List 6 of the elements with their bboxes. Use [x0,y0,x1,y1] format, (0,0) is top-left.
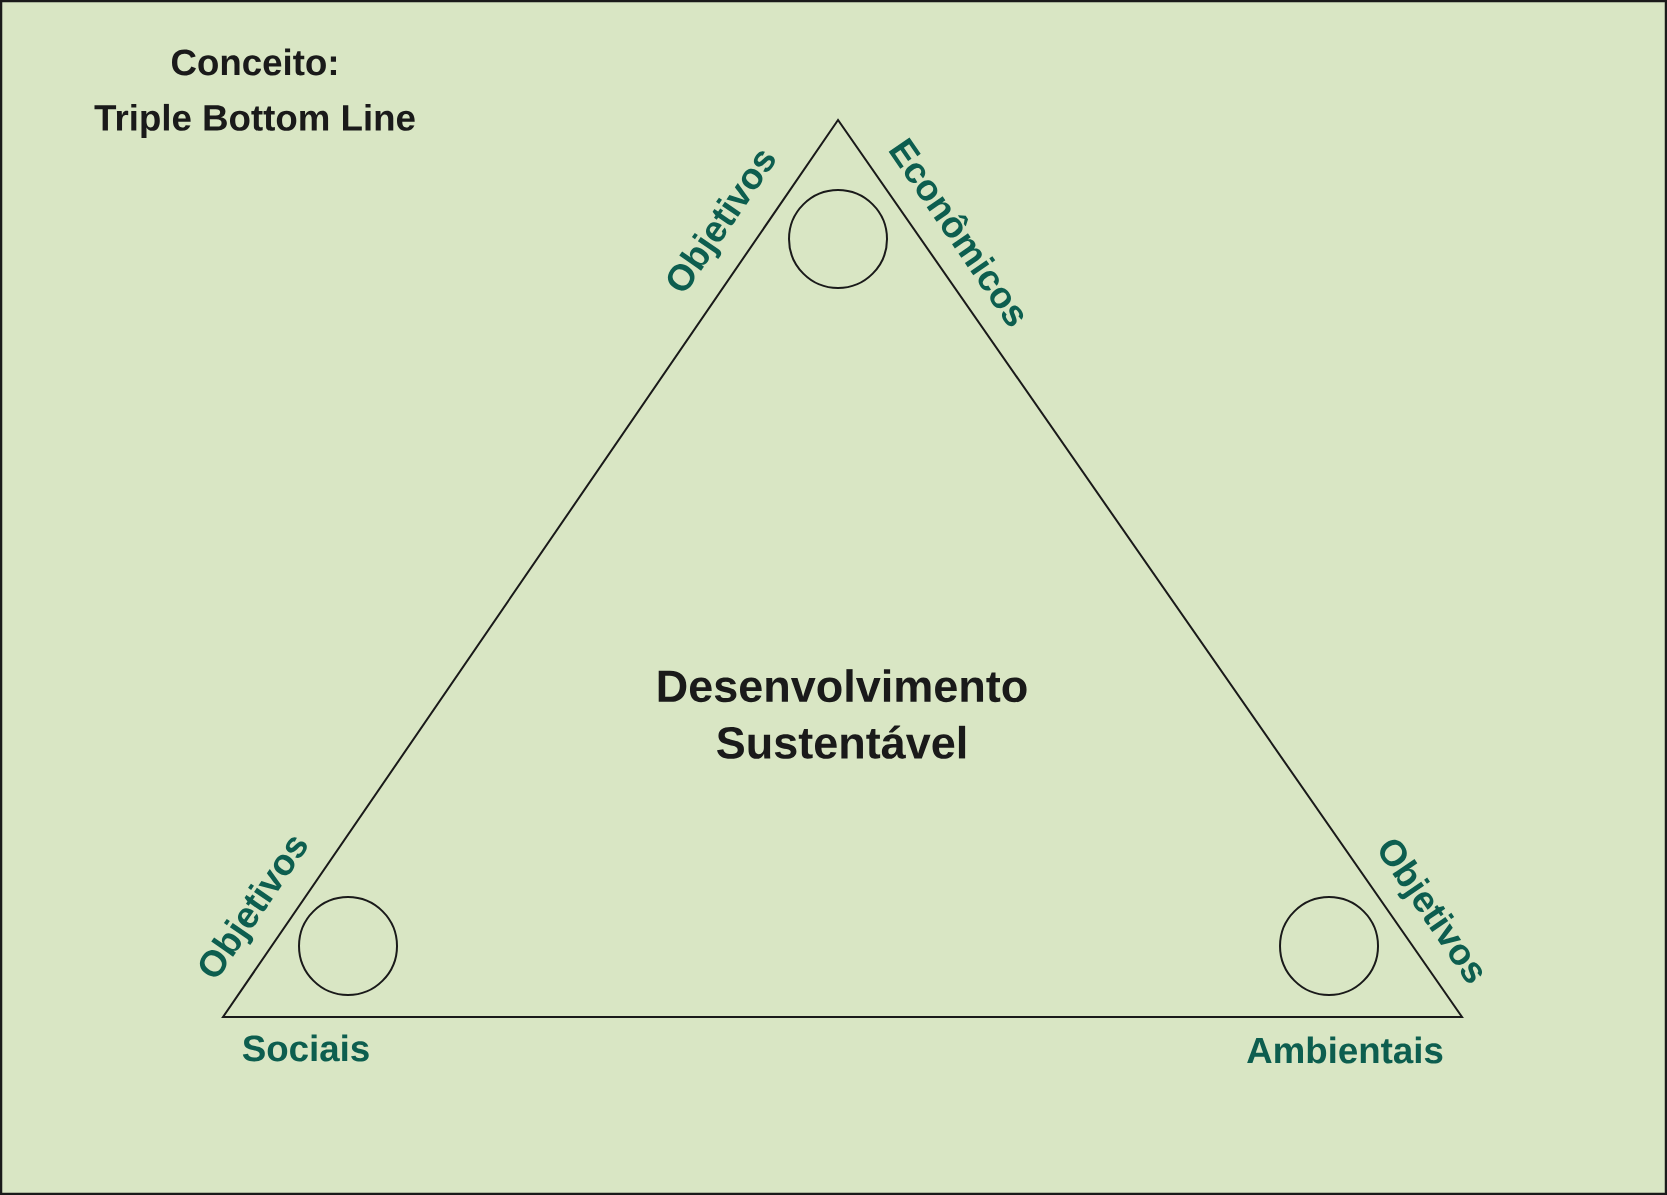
side-label: Sociais [242,1034,369,1062]
circle [1279,896,1379,996]
heading-text: Conceito: [172,48,336,76]
circle [788,189,888,289]
heading-text: Triple Bottom Line [94,103,415,139]
side-label: Ambientais [1247,1036,1443,1064]
